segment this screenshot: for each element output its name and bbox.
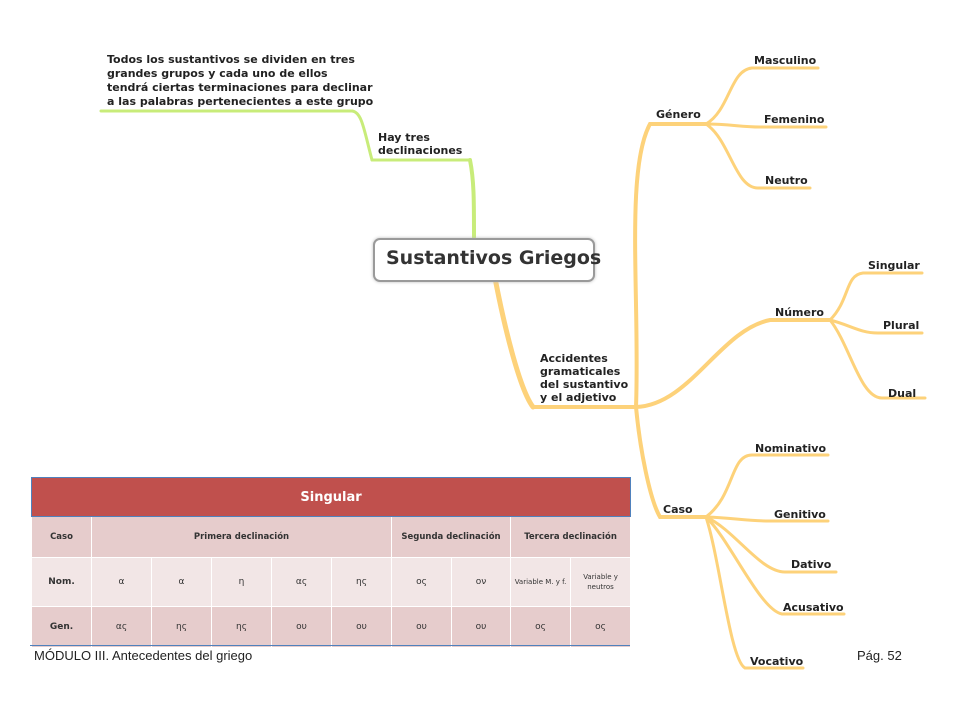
cell-nom-1: α bbox=[91, 557, 152, 607]
connector-numero-dual bbox=[828, 318, 927, 400]
cell-nom-4: ας bbox=[271, 557, 332, 607]
cell-nom-3: η bbox=[211, 557, 272, 607]
connector-accidentes-numero bbox=[634, 318, 832, 409]
connector-root-haytres bbox=[468, 158, 476, 240]
cell-nom-7: ον bbox=[451, 557, 511, 607]
table-title: Singular bbox=[30, 477, 632, 517]
genero-child-femenino: Femenino bbox=[764, 113, 825, 126]
table-row: Nom. α α η ας ης ος ον Variable M. y f. … bbox=[31, 557, 632, 607]
connector-numero-plural bbox=[828, 318, 924, 335]
cell-gen-7: ου bbox=[451, 606, 511, 648]
connector-caso-vocativo bbox=[704, 515, 805, 670]
root-node-box bbox=[373, 238, 595, 282]
connector-caso-dativo bbox=[704, 515, 838, 574]
row-label-nom: Nom. bbox=[31, 557, 92, 607]
numero-child-dual: Dual bbox=[888, 387, 917, 400]
connector-genero-neutro bbox=[704, 122, 812, 190]
connector-root-accidentes bbox=[492, 275, 536, 410]
footer-module: MÓDULO III. Antecedentes del griego bbox=[34, 648, 253, 663]
caso-child-acusativo: Acusativo bbox=[783, 601, 844, 614]
cell-nom-9: Variable y neutros bbox=[569, 557, 632, 607]
caso-child-nominativo: Nominativo bbox=[755, 442, 827, 455]
numero-child-singular: Singular bbox=[868, 259, 920, 272]
caso-child-vocativo: Vocativo bbox=[750, 655, 804, 668]
connector-caso-genitivo bbox=[704, 515, 830, 523]
cell-gen-5: ου bbox=[331, 606, 392, 648]
hay-tres-label: Hay tres declinaciones bbox=[378, 131, 463, 157]
cell-gen-3: ης bbox=[211, 606, 272, 648]
header-caso: Caso bbox=[31, 516, 92, 558]
root-node-label: Sustantivos Griegos bbox=[386, 247, 602, 269]
cell-gen-2: ης bbox=[151, 606, 212, 648]
cell-gen-4: ου bbox=[271, 606, 332, 648]
cell-gen-9: ος bbox=[569, 606, 632, 648]
genero-label: Género bbox=[656, 108, 701, 121]
connector-genero-femenino bbox=[704, 122, 828, 129]
cell-gen-6: ου bbox=[391, 606, 452, 648]
genero-child-neutro: Neutro bbox=[765, 174, 808, 187]
connector-genero-masculino bbox=[704, 66, 820, 126]
connector-caso-nominativo bbox=[704, 453, 830, 519]
cell-gen-1: ας bbox=[91, 606, 152, 648]
table-bottom-rule bbox=[30, 645, 630, 646]
cell-nom-5: ης bbox=[331, 557, 392, 607]
connector-accidentes-genero bbox=[633, 122, 708, 409]
declension-table: Singular Caso Primera declinación Segund… bbox=[30, 477, 632, 648]
caso-child-genitivo: Genitivo bbox=[774, 508, 826, 521]
connector-haytres-note bbox=[350, 109, 374, 162]
accidentes-label: Accidentes gramaticales del sustantivo y… bbox=[540, 352, 629, 404]
header-tercera: Tercera declinación bbox=[509, 516, 632, 558]
numero-label: Número bbox=[775, 306, 824, 319]
connector-caso-acusativo bbox=[704, 515, 846, 616]
cell-nom-6: ος bbox=[391, 557, 452, 607]
row-label-gen: Gen. bbox=[31, 606, 92, 648]
cell-gen-8: ος bbox=[510, 606, 571, 648]
caso-child-dativo: Dativo bbox=[791, 558, 832, 571]
table-row: Gen. ας ης ης ου ου ου ου ος ος bbox=[31, 606, 632, 648]
numero-child-plural: Plural bbox=[883, 319, 920, 332]
caso-label: Caso bbox=[663, 503, 693, 516]
header-segunda: Segunda declinación bbox=[391, 516, 511, 558]
note-text: Todos los sustantivos se dividen en tres… bbox=[107, 53, 374, 108]
connector-accidentes-caso bbox=[634, 405, 708, 519]
header-primera: Primera declinación bbox=[91, 516, 392, 558]
cell-nom-8: Variable M. y f. bbox=[510, 557, 571, 607]
footer-page: Pág. 52 bbox=[857, 648, 902, 663]
cell-nom-2: α bbox=[151, 557, 212, 607]
connector-numero-singular bbox=[828, 271, 924, 322]
genero-child-masculino: Masculino bbox=[754, 54, 817, 67]
